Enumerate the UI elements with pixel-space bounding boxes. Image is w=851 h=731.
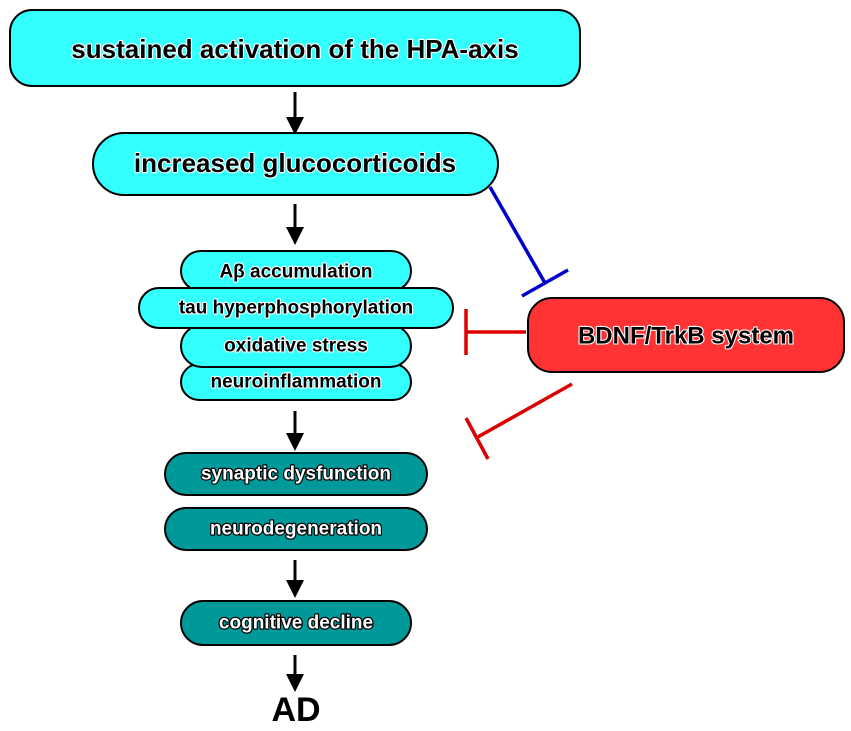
neurodegeneration-node: neurodegeneration <box>164 507 428 551</box>
bdnf-label: BDNF/TrkB system <box>578 323 794 350</box>
oxidative-node: oxidative stress <box>180 324 412 368</box>
glucocorticoids-node: increased glucocorticoids <box>92 132 499 196</box>
cognitive-label: cognitive decline <box>219 613 373 634</box>
tau-label: tau hyperphosphorylation <box>179 298 413 319</box>
pathology-stack: neuroinflammation Aβ accumulation oxidat… <box>138 250 454 401</box>
tau-node: tau hyperphosphorylation <box>138 287 454 329</box>
abeta-label: Aβ accumulation <box>219 262 372 283</box>
neuroinflammation-label: neuroinflammation <box>210 372 381 393</box>
hpa-label: sustained activation of the HPA-axis <box>71 34 518 64</box>
inhibit-bdnf-pathology <box>464 309 526 355</box>
synaptic-node: synaptic dysfunction <box>164 452 428 496</box>
abeta-node: Aβ accumulation <box>180 250 412 292</box>
synaptic-label: synaptic dysfunction <box>201 464 391 485</box>
ad-label: AD <box>271 691 320 729</box>
glucocorticoids-label: increased glucocorticoids <box>134 148 456 178</box>
oxidative-label: oxidative stress <box>224 336 368 357</box>
bdnf-node: BDNF/TrkB system <box>527 297 845 373</box>
inhibit-bdnf-synaptic <box>464 382 573 460</box>
neuroinflammation-node: neuroinflammation <box>180 363 412 401</box>
neurodegeneration-label: neurodegeneration <box>210 519 382 540</box>
hpa-node: sustained activation of the HPA-axis <box>9 9 581 87</box>
inhibit-glucocorticoids-bdnf <box>488 186 569 298</box>
cognitive-node: cognitive decline <box>180 600 412 646</box>
